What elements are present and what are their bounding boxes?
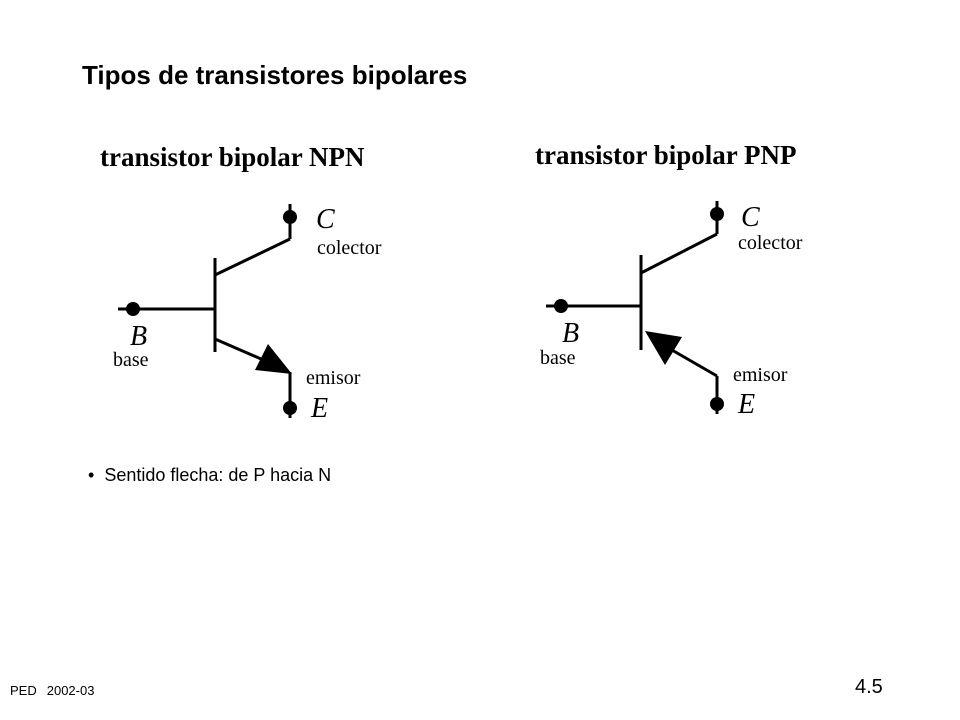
arrow-direction-note: • Sentido flecha: de P hacia N — [88, 465, 331, 486]
npn-emitter-arrow — [255, 344, 292, 374]
pnp-base-terminal — [554, 299, 568, 313]
footer-year: 2002-03 — [46, 683, 95, 698]
pnp-emitter-line — [664, 344, 718, 378]
pnp-diagram-title: transistor bipolar PNP — [535, 140, 797, 170]
npn-emitter-line — [214, 337, 269, 364]
pnp-emitter-letter: E — [737, 389, 755, 420]
pnp-collector-line — [640, 232, 718, 275]
pnp-emitter-terminal — [710, 397, 724, 411]
pnp-base-letter: B — [562, 318, 579, 349]
page-number: 4.5 — [855, 676, 883, 698]
pnp-collector-letter: C — [741, 202, 760, 233]
npn-emitter-letter: E — [310, 393, 328, 424]
pnp-collector-label: colector — [738, 232, 803, 254]
npn-transistor-symbol — [118, 204, 297, 418]
npn-base-letter: B — [130, 321, 147, 352]
pnp-collector-terminal — [710, 207, 724, 221]
npn-collector-terminal — [283, 210, 297, 224]
pnp-emitter-label: emisor — [733, 364, 788, 386]
npn-base-label: base — [113, 349, 149, 371]
arrow-direction-text: Sentido flecha: de P hacia N — [104, 465, 332, 485]
pnp-emitter-arrow — [645, 331, 682, 365]
npn-base-terminal — [126, 302, 140, 316]
npn-emitter-terminal — [283, 401, 297, 415]
pnp-transistor-symbol — [546, 201, 724, 414]
npn-collector-label: colector — [317, 237, 382, 259]
npn-collector-line — [214, 237, 291, 277]
footer-course-info: PED 2002-03 — [10, 683, 94, 698]
npn-diagram-title: transistor bipolar NPN — [100, 142, 365, 172]
pnp-base-label: base — [540, 347, 576, 369]
slide-title: Tipos de transistores bipolares — [82, 60, 468, 90]
npn-emitter-label: emisor — [306, 367, 361, 389]
bullet-symbol: • — [88, 465, 95, 485]
npn-collector-letter: C — [316, 204, 335, 235]
footer-course: PED — [10, 683, 37, 698]
